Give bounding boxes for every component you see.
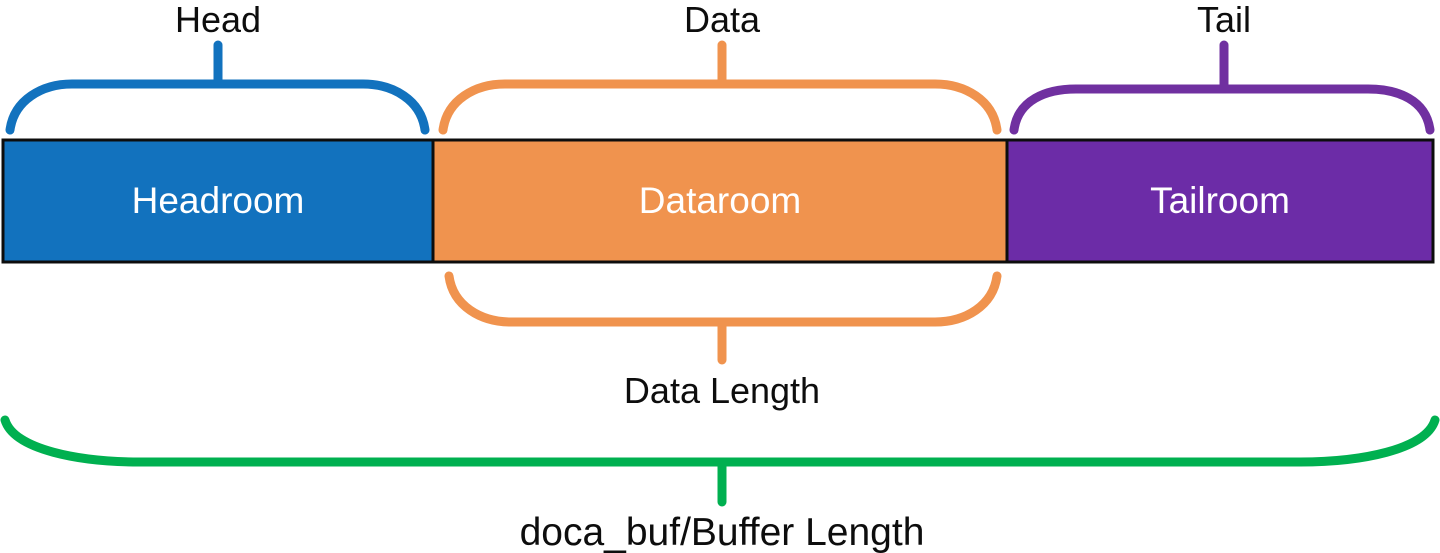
buffer-bar: Headroom Dataroom Tailroom bbox=[1, 138, 1435, 264]
segment-tailroom-label: Tailroom bbox=[1150, 180, 1290, 221]
brace-data-length-curve bbox=[444, 271, 1002, 327]
segment-headroom-label: Headroom bbox=[132, 180, 305, 221]
brace-head: Head bbox=[5, 0, 430, 135]
brace-buffer-length-curve bbox=[0, 415, 1440, 467]
segment-tailroom bbox=[1005, 138, 1435, 264]
brace-data-length: Data Length bbox=[444, 271, 1002, 411]
brace-tail-label: Tail bbox=[1197, 0, 1251, 40]
brace-data-label: Data bbox=[684, 0, 761, 40]
brace-data: Data bbox=[438, 0, 1002, 135]
brace-tail-curve bbox=[1009, 84, 1435, 135]
brace-head-label: Head bbox=[175, 0, 261, 40]
brace-buffer-length: doca_buf/Buffer Length bbox=[0, 415, 1440, 553]
segment-headroom bbox=[1, 138, 435, 264]
segment-dataroom bbox=[431, 138, 1009, 264]
brace-tail: Tail bbox=[1009, 0, 1435, 135]
brace-buffer-length-label: doca_buf/Buffer Length bbox=[520, 511, 925, 553]
brace-data-curve bbox=[438, 79, 1002, 135]
segment-dataroom-label: Dataroom bbox=[639, 180, 801, 221]
brace-head-curve bbox=[5, 79, 430, 135]
brace-data-length-label: Data Length bbox=[624, 370, 820, 411]
